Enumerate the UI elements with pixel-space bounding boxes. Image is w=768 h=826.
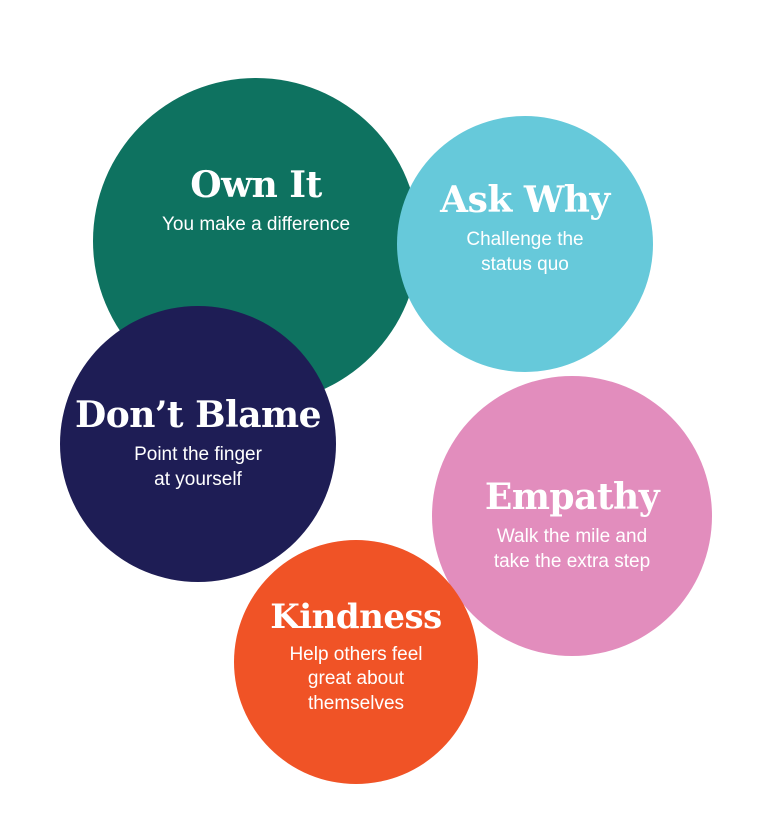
value-subtitle-kindness: Help others feel great about themselves bbox=[289, 643, 423, 715]
value-subtitle-empathy: Walk the mile and take the extra step bbox=[493, 526, 651, 572]
value-title-empathy: Empathy bbox=[484, 475, 660, 518]
value-circle-ask-why: Ask Why Challenge the status quo bbox=[397, 116, 653, 372]
value-circle-empathy: Empathy Walk the mile and take the extra… bbox=[432, 376, 712, 656]
value-title-own-it: Own It bbox=[190, 163, 322, 206]
value-title-kindness: Kindness bbox=[270, 597, 442, 638]
value-title-ask-why: Ask Why bbox=[440, 178, 610, 221]
value-subtitle-dont-blame: Point the finger at yourself bbox=[134, 444, 262, 490]
value-circle-kindness: Kindness Help others feel great about th… bbox=[234, 540, 478, 784]
value-subtitle-own-it: You make a difference bbox=[161, 214, 351, 236]
value-title-dont-blame: Don’t Blame bbox=[74, 393, 322, 436]
value-circle-dont-blame: Don’t Blame Point the finger at yourself bbox=[60, 306, 336, 582]
value-subtitle-ask-why: Challenge the status quo bbox=[466, 229, 584, 275]
